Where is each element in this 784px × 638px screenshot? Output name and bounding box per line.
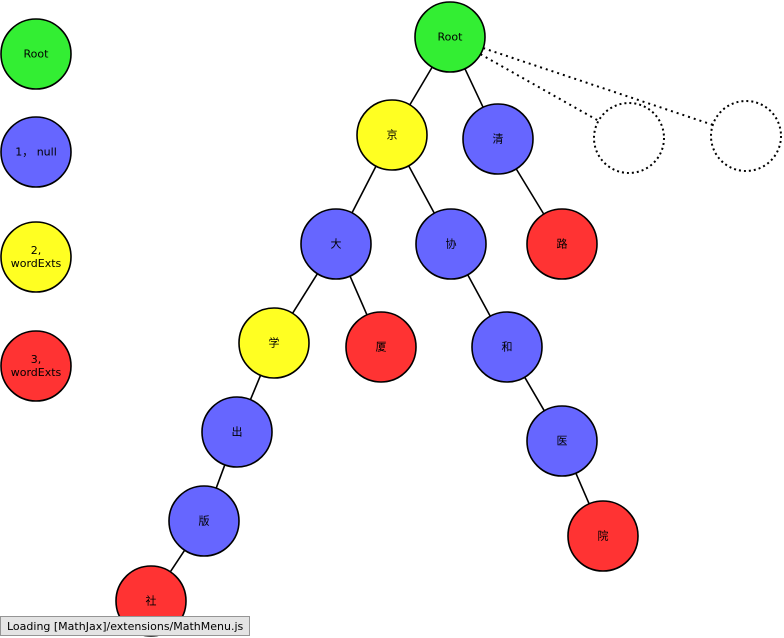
tree-edge — [523, 376, 546, 412]
tree-node-circle — [238, 307, 310, 379]
legend-item-root: Root — [0, 18, 72, 90]
tree-node-qing: 清 — [462, 103, 534, 175]
tree-node-circle — [168, 485, 240, 557]
legend-item-null: 1， null — [0, 116, 72, 188]
tree-node-ghost1 — [593, 102, 665, 174]
tree-edge — [467, 274, 491, 317]
tree-edge — [169, 549, 186, 573]
tree-edge — [464, 68, 484, 108]
tree-node-circle — [414, 1, 486, 73]
legend-label: wordExts — [11, 366, 62, 379]
legend-label: 1， null — [15, 146, 57, 159]
tree-edge — [349, 275, 368, 316]
tree-node-label: 和 — [502, 341, 513, 354]
legend-swatch — [0, 330, 72, 402]
tree-node-xie: 协 — [415, 208, 487, 280]
tree-edge — [575, 472, 590, 505]
placeholder-node-circle — [593, 102, 665, 174]
tree-node-da: 大 — [300, 208, 372, 280]
tree-node-label: 大 — [331, 237, 342, 251]
status-bar: Loading [MathJax]/extensions/MathMenu.js — [0, 616, 251, 636]
tree-node-label: 清 — [493, 133, 504, 146]
legend-swatch — [0, 18, 72, 90]
tree-node-circle — [567, 500, 639, 572]
tree-edge — [291, 273, 319, 314]
tree-edge-dashed — [482, 47, 714, 126]
tree-edges — [169, 47, 714, 573]
tree-node-he: 和 — [471, 311, 543, 383]
tree-node-label: Root — [438, 31, 464, 44]
tree-node-circle — [526, 405, 598, 477]
tree-edge — [515, 168, 545, 215]
legend-item-three: 3,wordExts — [0, 330, 72, 402]
legend-label: 3, — [31, 353, 42, 366]
tree-node-label: 院 — [598, 529, 609, 543]
tree-node-root: Root — [414, 1, 486, 73]
tree-edge — [409, 66, 433, 106]
tree-node-circle — [471, 311, 543, 383]
tree-node-label: 学 — [269, 336, 280, 350]
legend-label: 2, — [31, 244, 42, 257]
tree-node-circle — [300, 208, 372, 280]
tree-edge — [351, 165, 377, 214]
tree-node-ban: 版 — [168, 485, 240, 557]
legend-swatch — [0, 221, 72, 293]
tree-node-circle — [356, 99, 428, 171]
legend-swatch — [0, 116, 72, 188]
tree-node-ghost2 — [710, 100, 782, 172]
tree-node-label: 京 — [387, 128, 398, 142]
legend-label: Root — [24, 48, 50, 61]
tree-node-chu: 出 — [201, 396, 273, 468]
tree-node-yi: 医 — [526, 405, 598, 477]
tree-node-label: 出 — [232, 425, 243, 439]
tree-node-circle — [415, 208, 487, 280]
tree-node-label: 路 — [557, 238, 568, 251]
tree-node-label: 医 — [557, 435, 568, 448]
tree-node-circle — [201, 396, 273, 468]
tree-node-circle — [345, 311, 417, 383]
tree-node-label: 版 — [199, 514, 210, 528]
legend-label: wordExts — [11, 257, 62, 270]
tree-node-lu: 路 — [526, 208, 598, 280]
tree-node-label: 社 — [146, 594, 157, 608]
legend-item-two: 2,wordExts — [0, 221, 72, 293]
tree-edge — [249, 375, 262, 400]
tree-node-xue: 学 — [238, 307, 310, 379]
tree-node-label: 厦 — [376, 341, 387, 354]
tree-node-sha: 厦 — [345, 311, 417, 383]
tree-node-jing: 京 — [356, 99, 428, 171]
status-text: Loading [MathJax]/extensions/MathMenu.js — [7, 620, 244, 633]
tree-edge-dashed — [479, 53, 600, 122]
tree-edge — [215, 464, 226, 489]
tree-node-circle — [526, 208, 598, 280]
tree-node-label: 协 — [446, 237, 457, 251]
tree-node-circle — [462, 103, 534, 175]
tree-node-yuan: 院 — [567, 500, 639, 572]
tree-edge — [407, 165, 436, 214]
placeholder-node-circle — [710, 100, 782, 172]
